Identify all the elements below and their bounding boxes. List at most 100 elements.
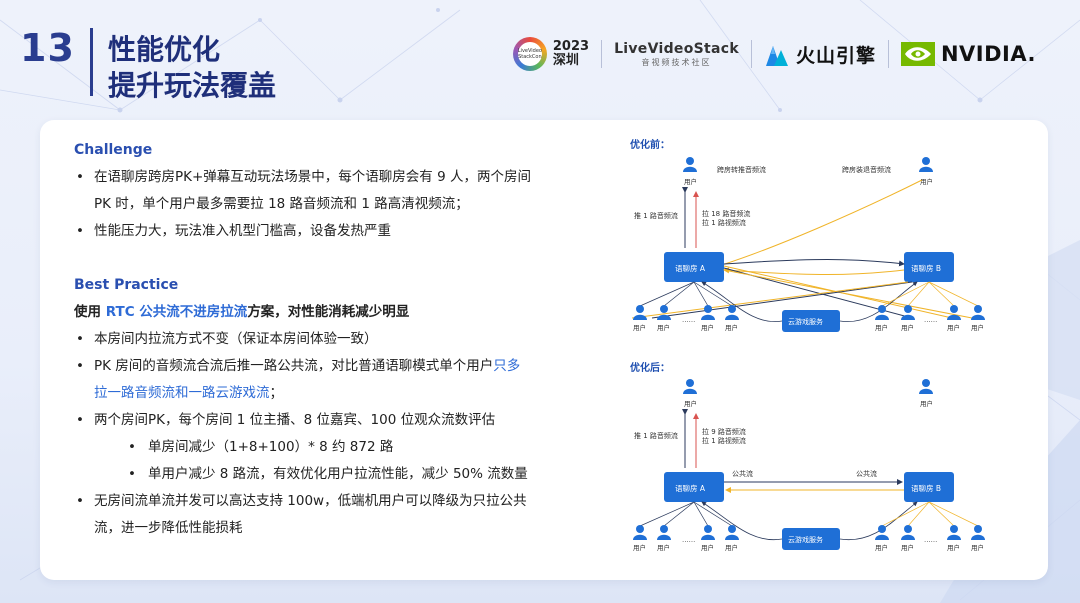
bp-lead-highlight: RTC 公共流不进房拉流 [105,304,248,320]
bp-bullet-2-text: PK 房间的音频流合流后推一路公共流，对比普通语聊模式单个用户 [94,358,494,374]
bp-bullet-2: PK 房间的音频流合流后推一路公共流，对比普通语聊模式单个用户只多 拉一路音频流… [74,353,594,407]
before-room-b-users [875,281,985,320]
top-user-label-b: 用户 [920,177,933,186]
before-room-a [664,252,724,282]
after-room-b-label: 语聊房 B [911,483,941,493]
bp-bullet-4-line-2: 流，进一步降低性能损耗 [94,520,243,536]
before-cloud-game-box [782,310,840,332]
before-room-a-users [633,281,739,320]
bp-bullet-3: 两个房间PK，每个房间 1 位主播、8 位嘉宾、100 位观众流数评估 [74,407,594,434]
before-a-user-1: 用户 [633,323,646,332]
livevideostack-logo: LiveVideoStack 音视频技术社区 [614,41,739,68]
after-b-user-4: 用户 [971,543,984,552]
nvidia-logo: NVIDIA. [900,42,1036,66]
volcano-icon [765,46,788,66]
before-b-user-4: 用户 [971,323,984,332]
bp-bullet-3-sub-1: 单房间减少（1+8+100）* 8 约 872 路 [74,434,594,461]
volcengine-name: 火山引擎 [795,44,876,67]
bp-bullet-4-line-1: 无房间流单流并发可以高达支持 100w，低端机用户可以降级为只拉公共 [94,493,527,509]
after-a-ellipsis: ...... [682,536,695,544]
after-room-b-users [875,501,985,540]
before-b-user-2: 用户 [901,323,914,332]
before-b-user-3: 用户 [947,323,960,332]
after-b-user-2: 用户 [901,543,914,552]
lvs-subtitle: 音视频技术社区 [641,57,712,67]
slide-title-line-2: 提升玩法覆盖 [108,69,277,102]
title-divider [90,28,93,96]
bp-lead-prefix: 使用 [74,304,106,320]
before-pull-audio-label: 拉 18 路音频流 [702,209,750,218]
after-pull-video-label: 拉 1 路视频流 [702,436,746,445]
challenge-bullet-1-line-2: PK 时，单个用户最多需要拉 18 路音频流和 1 路高清视频流； [94,196,469,212]
after-top-user-label-a: 用户 [684,399,697,408]
after-top-user-icon-b [919,379,933,394]
after-label: 优化后： [630,361,670,374]
after-a-user-3: 用户 [701,543,714,552]
after-b-user-1: 用户 [875,543,888,552]
after-room-a-users [633,501,739,540]
after-b-ellipsis: ...... [924,536,937,544]
after-b-user-3: 用户 [947,543,960,552]
volcengine-logo: 火山引擎 [764,41,876,68]
before-cloud-game-label: 云游戏服务 [788,317,823,326]
bp-bullet-1: 本房间内拉流方式不变（保证本房间体验一致） [74,326,594,353]
before-cross-push-label: 跨房转推音频流 [717,165,766,174]
before-room-a-label: 语聊房 A [675,263,706,273]
after-a-user-4: 用户 [725,543,738,552]
best-practice-heading: Best Practice [74,277,179,293]
logo-divider [887,40,889,68]
after-public-stream-label-b: 公共流 [856,469,877,478]
event-city: 深圳 [552,53,579,68]
before-cross-arc [711,179,923,270]
before-a-ellipsis: ...... [682,316,695,324]
best-practice-lead: 使用 RTC 公共流不进房拉流方案，对性能消耗减少明显 [74,299,594,326]
before-b-user-1: 用户 [875,323,888,332]
after-a-user-1: 用户 [633,543,646,552]
after-cloud-arrow-a [701,501,783,541]
top-user-icon-b [919,157,933,172]
conference-circle-text: LiveVideo StackCon [518,42,542,66]
bp-bullet-4: 无房间流单流并发可以高达支持 100w，低端机用户可以降级为只拉公共 流，进一步… [74,488,594,542]
top-user-label-a: 用户 [684,177,697,186]
bp-bullet-2-highlight-2: 拉一路音频流和一路云游戏流 [94,385,270,401]
after-cloud-arrow-b [839,501,918,541]
slide-title-line-1: 性能优化 [108,33,221,66]
logo-divider [601,40,603,68]
nvidia-name: NVIDIA. [940,42,1036,66]
bp-lead-suffix: 方案，对性能消耗减少明显 [247,304,410,320]
conference-circle-icon: LiveVideo StackCon [512,37,547,71]
challenge-heading: Challenge [74,142,153,158]
before-room-b-label: 语聊房 B [911,263,941,273]
after-top-user-icon-a [683,379,697,394]
after-top-user-label-b: 用户 [920,399,933,408]
before-cross-room-bundle [631,259,973,319]
before-room-b [904,252,954,282]
before-push-label: 推 1 路音频流 [634,211,678,220]
after-room-b [904,472,954,502]
after-public-stream-label-a: 公共流 [732,469,753,478]
event-year: 2023 [552,39,590,54]
slide-number: 13 [20,26,75,70]
before-cross-pull-label: 跨房装退音频流 [842,165,891,174]
challenge-bullet-1-line-1: 在语聊房跨房PK+弹幕互动玩法场景中，每个语聊房会有 9 人，两个房间 [94,169,531,185]
before-b-ellipsis: ...... [924,316,937,324]
after-cloud-game-box [782,528,840,550]
sponsor-logos: LiveVideo StackCon 2023 深圳 LiveVideoStac… [512,34,1036,74]
after-pull-audio-label: 拉 9 路音频流 [702,427,746,436]
after-room-a-label: 语聊房 A [675,483,706,493]
livevideostackcon-2023-logo: LiveVideo StackCon 2023 深圳 [512,37,590,71]
before-cloud-arrow-a [701,281,783,323]
before-a-user-3: 用户 [701,323,714,332]
before-label: 优化前： [630,138,670,151]
bp-bullet-2-highlight-1: 只多 [493,358,521,374]
lvs-name: LiveVideoStack [614,40,739,57]
text-column: Challenge 在语聊房跨房PK+弹幕互动玩法场景中，每个语聊房会有 9 人… [74,140,594,542]
challenge-bullet-1: 在语聊房跨房PK+弹幕互动玩法场景中，每个语聊房会有 9 人，两个房间 PK 时… [74,164,594,218]
bp-bullet-2-end: ； [269,385,284,401]
before-a-user-2: 用户 [657,323,670,332]
top-user-icon-a [683,157,697,172]
nvidia-eye-icon [900,42,935,66]
before-pull-video-label: 拉 1 路视频流 [702,218,746,227]
after-a-user-2: 用户 [657,543,670,552]
after-push-label: 推 1 路音频流 [634,431,678,440]
